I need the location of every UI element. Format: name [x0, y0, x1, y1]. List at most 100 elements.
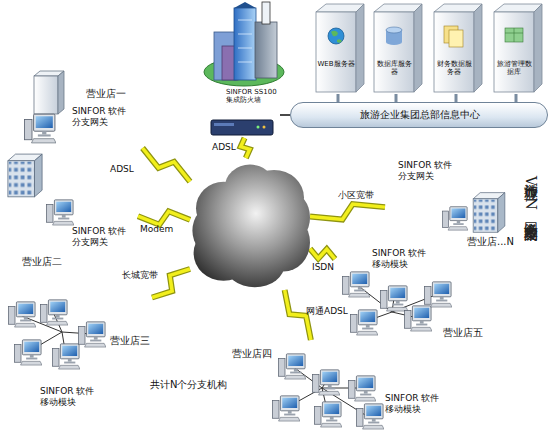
note-label: 共计N个分支机构: [150, 378, 227, 392]
lightning-link: [241, 138, 250, 158]
server-label: 财务数据服务器: [434, 60, 474, 76]
office-building: [473, 193, 505, 233]
lightning-link: [310, 204, 385, 219]
connector-group: [138, 211, 190, 224]
link-type-label: ADSL: [212, 142, 236, 153]
software-label: SINFOR 软件 移动模块: [40, 386, 102, 408]
software-label: SINFOR 软件 分支网关: [398, 160, 460, 182]
network-line: [395, 94, 398, 102]
pc-icon: [272, 396, 300, 421]
link-type-label: Modem: [140, 224, 173, 235]
branch-name: 营业店三: [110, 335, 152, 347]
internet-cloud: [190, 158, 310, 290]
server-tower: [316, 12, 356, 92]
lightning-link: [143, 148, 190, 182]
status-light: [257, 126, 260, 129]
globe-land: [331, 31, 342, 43]
pc-icon: [278, 354, 306, 379]
cloud-puff: [225, 165, 275, 210]
pc-icon: [14, 340, 42, 365]
bolt-outline: [310, 204, 385, 219]
branch-name: 营业店四: [232, 348, 276, 360]
connector-group: [338, 94, 339, 102]
server-side: [58, 71, 64, 114]
server-node: 财务数据服务器: [430, 4, 482, 94]
cloud-puff: [272, 192, 310, 242]
cloud-shape: [190, 158, 310, 290]
server-label: 数据库服务器: [374, 60, 414, 76]
server-tower: [374, 12, 414, 92]
server-side: [356, 4, 364, 92]
link-type-label: ADSL: [110, 164, 134, 175]
link-type-label: 网通ADSL: [306, 306, 348, 317]
diagram-title: 旅游行业VPN网络方案架构图: [522, 172, 540, 218]
software-label: SINFOR 软件 分支网关: [72, 106, 138, 128]
window-line: [238, 62, 252, 63]
pc-icon: [8, 302, 36, 327]
link-type-label: ISDN: [312, 262, 334, 273]
connector-group: [456, 94, 457, 102]
firewall-panel: [214, 123, 234, 126]
lightning-link: [138, 211, 190, 224]
branch-name: 营业店五: [443, 327, 493, 339]
bolt-outline: [241, 138, 250, 158]
link-type-label: 长城宽带: [122, 270, 158, 281]
pc-icon: [404, 306, 432, 331]
table-icon: [505, 28, 523, 42]
window-line: [238, 20, 252, 21]
pc-icon: [52, 344, 80, 369]
db-icon: [386, 27, 402, 33]
pc-icon: [342, 272, 370, 297]
link-type-label: 小区宽带: [338, 190, 374, 201]
server-tower: [494, 12, 534, 92]
info-center-band: 旅游企业集团总部信息中心: [290, 102, 548, 128]
pc-icon: [350, 310, 378, 335]
branch-name: 营业店二: [22, 256, 72, 268]
pc-icon: [348, 376, 376, 401]
pc-icon: [442, 207, 468, 230]
branch-node: 营业店四 SINFOR 软件 移动模块: [225, 340, 445, 432]
pc-icon: [314, 402, 342, 427]
band-label: 旅游企业集团总部信息中心: [291, 109, 549, 121]
pc-icon: [424, 282, 452, 307]
office-building: [8, 154, 42, 197]
software-label: SINFOR 软件 分支网关: [72, 226, 134, 248]
connector-group: [280, 115, 290, 116]
pc-icon: [40, 300, 68, 325]
table-line: [514, 28, 515, 42]
cloud-puff: [225, 240, 285, 288]
connector-group: [310, 204, 385, 219]
status-light: [263, 126, 266, 129]
bolt-outline: [310, 249, 335, 259]
connector-group: [241, 138, 250, 158]
building: [234, 8, 256, 80]
bolt-outline: [143, 148, 190, 182]
server-label: 旅游管理数据库: [494, 60, 534, 76]
branch-name: 营业店...N: [467, 236, 517, 248]
branch-node: 营业店一 SINFOR 软件 分支网关: [22, 68, 150, 148]
firewall-device: [211, 120, 273, 135]
firewall-node: SINFOR SS100 集成防火墙: [206, 88, 280, 138]
server-node: 数据库服务器: [370, 4, 422, 94]
server-side: [414, 4, 422, 92]
network-line: [337, 94, 340, 102]
software-label: SINFOR 软件 移动模块: [372, 248, 434, 270]
globe-icon: [328, 28, 344, 44]
branch-name: 营业店一: [86, 88, 136, 100]
cloud-puff: [192, 206, 235, 256]
window-line: [238, 48, 252, 49]
pc-icon: [25, 114, 56, 143]
server-side: [474, 4, 482, 92]
branch-node: SINFOR 软件 分支网关营业店...N: [385, 150, 515, 248]
document-icon: [449, 30, 463, 47]
software-label: SINFOR 软件 移动模块: [385, 393, 445, 415]
gateway-server: [34, 76, 58, 114]
server-label: WEB服务器: [316, 60, 356, 68]
server-node: WEB服务器: [312, 4, 364, 94]
network-line: [280, 114, 290, 116]
connector-group: [310, 249, 335, 259]
spire: [262, 2, 270, 24]
window-line: [238, 34, 252, 35]
db-icon: [386, 39, 402, 45]
